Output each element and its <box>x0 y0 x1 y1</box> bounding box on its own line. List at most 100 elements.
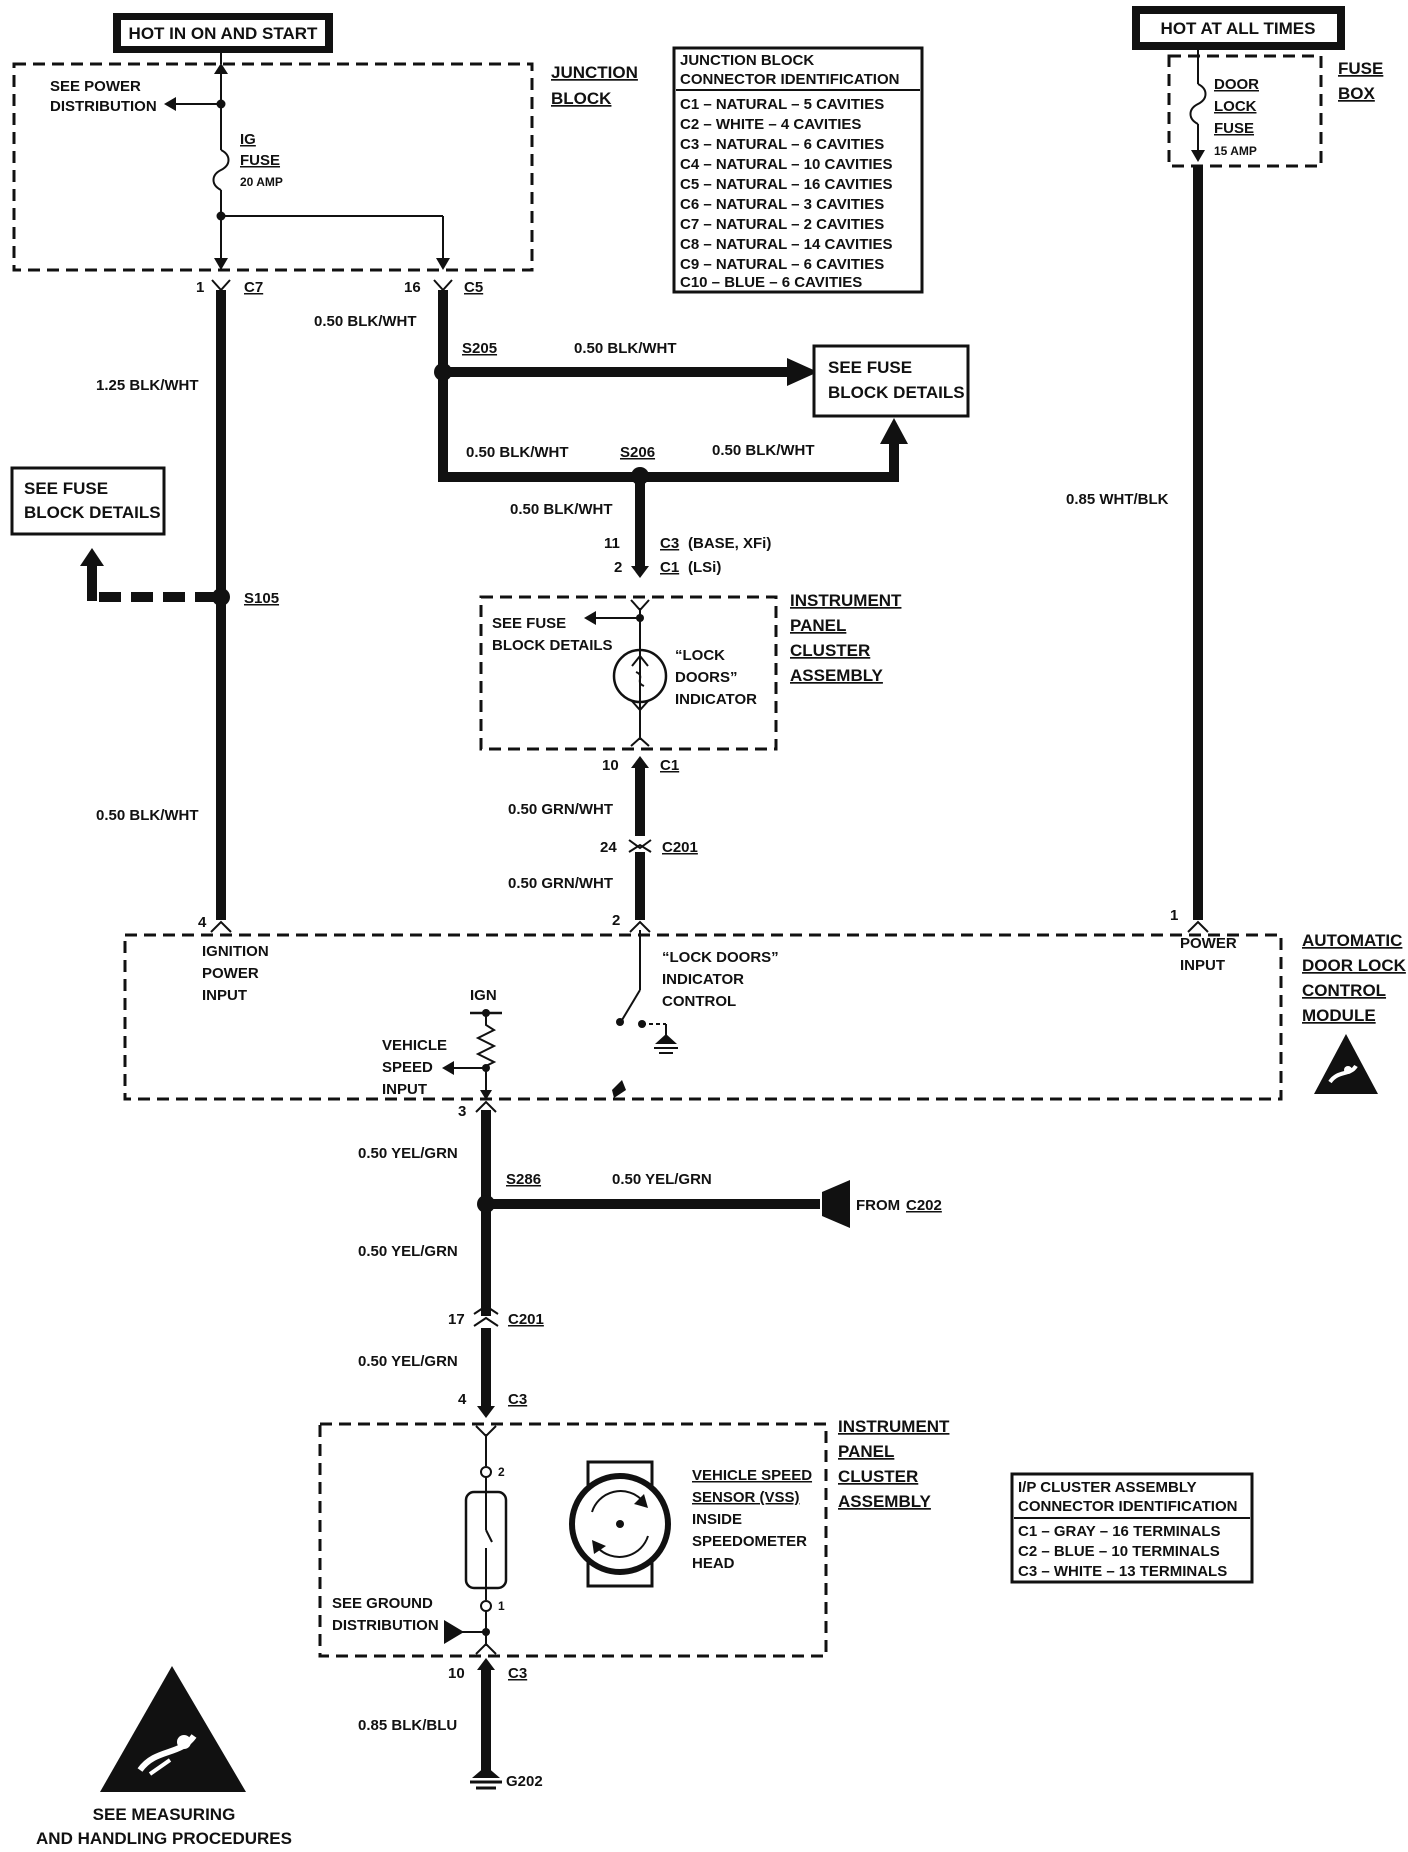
svg-text:VEHICLE: VEHICLE <box>382 1037 447 1054</box>
svg-text:S286: S286 <box>506 1171 541 1188</box>
svg-text:C3: C3 <box>508 1391 527 1408</box>
svg-text:HEAD: HEAD <box>692 1555 735 1572</box>
svg-text:2: 2 <box>614 559 622 576</box>
table-row: C10 – BLUE – 6 CAVITIES <box>680 274 862 291</box>
svg-text:20 AMP: 20 AMP <box>240 175 283 189</box>
svg-text:BOX: BOX <box>1338 84 1376 103</box>
ignition-wire: 1.25 BLK/WHT 0.50 BLK/WHT S105 <box>80 290 279 920</box>
svg-text:LOCK: LOCK <box>1214 98 1257 115</box>
svg-text:15 AMP: 15 AMP <box>1214 144 1257 158</box>
svg-text:CLUSTER: CLUSTER <box>790 641 870 660</box>
table-row: C2 – BLUE – 10 TERMINALS <box>1018 1543 1220 1560</box>
table-row: C9 – NATURAL – 6 CAVITIES <box>680 256 884 273</box>
svg-text:DOOR LOCK: DOOR LOCK <box>1302 956 1407 975</box>
svg-text:I/P CLUSTER ASSEMBLY: I/P CLUSTER ASSEMBLY <box>1018 1479 1197 1496</box>
svg-text:BLOCK DETAILS: BLOCK DETAILS <box>24 503 161 522</box>
svg-text:HOT AT ALL TIMES: HOT AT ALL TIMES <box>1161 19 1316 38</box>
svg-text:C1: C1 <box>660 757 679 774</box>
svg-text:DISTRIBUTION: DISTRIBUTION <box>332 1617 439 1634</box>
svg-text:0.50 BLK/WHT: 0.50 BLK/WHT <box>712 442 815 459</box>
svg-text:PANEL: PANEL <box>790 616 846 635</box>
esd-warning-icon <box>1314 1034 1378 1094</box>
svg-text:CONNECTOR IDENTIFICATION: CONNECTOR IDENTIFICATION <box>1018 1498 1237 1515</box>
table-row: C2 – WHITE – 4 CAVITIES <box>680 116 861 133</box>
svg-text:SEE FUSE: SEE FUSE <box>828 358 912 377</box>
svg-text:SEE FUSE: SEE FUSE <box>24 479 108 498</box>
instrument-panel-cluster-top: SEE FUSE BLOCK DETAILS “LOCK DOORS” INDI… <box>479 591 902 774</box>
see-fuse-block-box-left: SEE FUSE BLOCK DETAILS <box>10 466 166 536</box>
svg-text:SPEEDOMETER: SPEEDOMETER <box>692 1533 807 1550</box>
svg-text:0.50 BLK/WHT: 0.50 BLK/WHT <box>96 807 199 824</box>
table-row: C1 – NATURAL – 5 CAVITIES <box>680 96 884 113</box>
svg-text:0.50 YEL/GRN: 0.50 YEL/GRN <box>358 1243 458 1260</box>
svg-text:C3: C3 <box>508 1665 527 1682</box>
svg-text:C3: C3 <box>660 535 679 552</box>
ipc-top-connector: 11 C3 (BASE, XFi) 2 C1 (LSi) <box>604 535 771 576</box>
svg-text:BLOCK: BLOCK <box>551 89 612 108</box>
svg-text:4: 4 <box>198 914 207 931</box>
hot-in-on-start-header: HOT IN ON AND START <box>113 13 333 53</box>
lock-doors-wire: 0.50 GRN/WHT 24 C201 0.50 GRN/WHT <box>508 756 698 920</box>
svg-text:10: 10 <box>448 1665 465 1682</box>
svg-text:VEHICLE SPEED: VEHICLE SPEED <box>692 1467 812 1484</box>
svg-text:INSTRUMENT: INSTRUMENT <box>838 1417 950 1436</box>
svg-text:POWER: POWER <box>1180 935 1237 952</box>
svg-text:JUNCTION BLOCK: JUNCTION BLOCK <box>680 52 814 69</box>
svg-text:24: 24 <box>600 839 617 856</box>
ground-symbol-icon <box>472 1766 500 1778</box>
svg-text:POWER: POWER <box>202 965 259 982</box>
svg-text:INPUT: INPUT <box>202 987 247 1004</box>
svg-text:S105: S105 <box>244 590 279 607</box>
svg-text:0.50 BLK/WHT: 0.50 BLK/WHT <box>466 444 569 461</box>
svg-text:C5: C5 <box>464 279 483 296</box>
vss-wire: 0.50 YEL/GRN S286 0.50 YEL/GRN FROM C202… <box>358 1110 942 1418</box>
svg-text:11: 11 <box>604 535 620 552</box>
svg-text:0.50 GRN/WHT: 0.50 GRN/WHT <box>508 875 613 892</box>
ground-wire: 0.85 BLK/BLU G202 <box>358 1658 543 1790</box>
svg-text:JUNCTION: JUNCTION <box>551 63 638 82</box>
svg-text:INPUT: INPUT <box>1180 957 1225 974</box>
svg-text:0.50 YEL/GRN: 0.50 YEL/GRN <box>612 1171 712 1188</box>
svg-text:“LOCK: “LOCK <box>675 647 725 664</box>
svg-text:PANEL: PANEL <box>838 1442 894 1461</box>
svg-text:16: 16 <box>404 279 421 296</box>
svg-text:S205: S205 <box>462 340 497 357</box>
svg-text:(LSi): (LSi) <box>688 559 721 576</box>
junction-block-connector-table: JUNCTION BLOCK CONNECTOR IDENTIFICATION … <box>672 46 924 294</box>
hot-at-all-times-header: HOT AT ALL TIMES <box>1132 6 1345 50</box>
svg-text:INSIDE: INSIDE <box>692 1511 742 1528</box>
see-fuse-block-box-top: SEE FUSE BLOCK DETAILS <box>812 344 970 418</box>
svg-text:SEE FUSE: SEE FUSE <box>492 615 566 632</box>
ig-fuse-label: IG <box>240 131 256 148</box>
svg-text:0.50 YEL/GRN: 0.50 YEL/GRN <box>358 1353 458 1370</box>
svg-text:1: 1 <box>196 279 204 296</box>
table-row: C3 – WHITE – 13 TERMINALS <box>1018 1563 1227 1580</box>
svg-text:1: 1 <box>498 1599 505 1613</box>
svg-text:FUSE: FUSE <box>1214 120 1254 137</box>
svg-text:C201: C201 <box>662 839 698 856</box>
ground-icon <box>655 1034 677 1044</box>
svg-text:SEE GROUND: SEE GROUND <box>332 1595 433 1612</box>
svg-text:0.50 YEL/GRN: 0.50 YEL/GRN <box>358 1145 458 1162</box>
vehicle-speed-sensor-icon <box>569 1460 671 1588</box>
svg-text:C7: C7 <box>244 279 263 296</box>
svg-text:AUTOMATIC: AUTOMATIC <box>1302 931 1402 950</box>
svg-text:DISTRIBUTION: DISTRIBUTION <box>50 98 157 115</box>
svg-text:C202: C202 <box>906 1197 942 1214</box>
svg-text:CLUSTER: CLUSTER <box>838 1467 918 1486</box>
svg-text:FROM: FROM <box>856 1197 900 1214</box>
svg-text:0.50 GRN/WHT: 0.50 GRN/WHT <box>508 801 613 818</box>
svg-text:0.50 BLK/WHT: 0.50 BLK/WHT <box>574 340 677 357</box>
svg-text:4: 4 <box>458 1391 467 1408</box>
svg-text:10: 10 <box>602 757 619 774</box>
svg-text:BLOCK DETAILS: BLOCK DETAILS <box>492 637 613 654</box>
svg-text:S206: S206 <box>620 444 655 461</box>
svg-text:CONNECTOR IDENTIFICATION: CONNECTOR IDENTIFICATION <box>680 71 899 88</box>
svg-text:0.85 WHT/BLK: 0.85 WHT/BLK <box>1066 491 1169 508</box>
svg-text:ASSEMBLY: ASSEMBLY <box>790 666 884 685</box>
svg-text:INDICATOR: INDICATOR <box>662 971 744 988</box>
fuse-box: DOOR LOCK FUSE 15 AMP FUSE BOX <box>1167 50 1383 168</box>
svg-text:FUSE: FUSE <box>240 152 280 169</box>
svg-text:AND HANDLING PROCEDURES: AND HANDLING PROCEDURES <box>36 1829 292 1848</box>
svg-text:HOT IN ON AND START: HOT IN ON AND START <box>129 24 318 43</box>
